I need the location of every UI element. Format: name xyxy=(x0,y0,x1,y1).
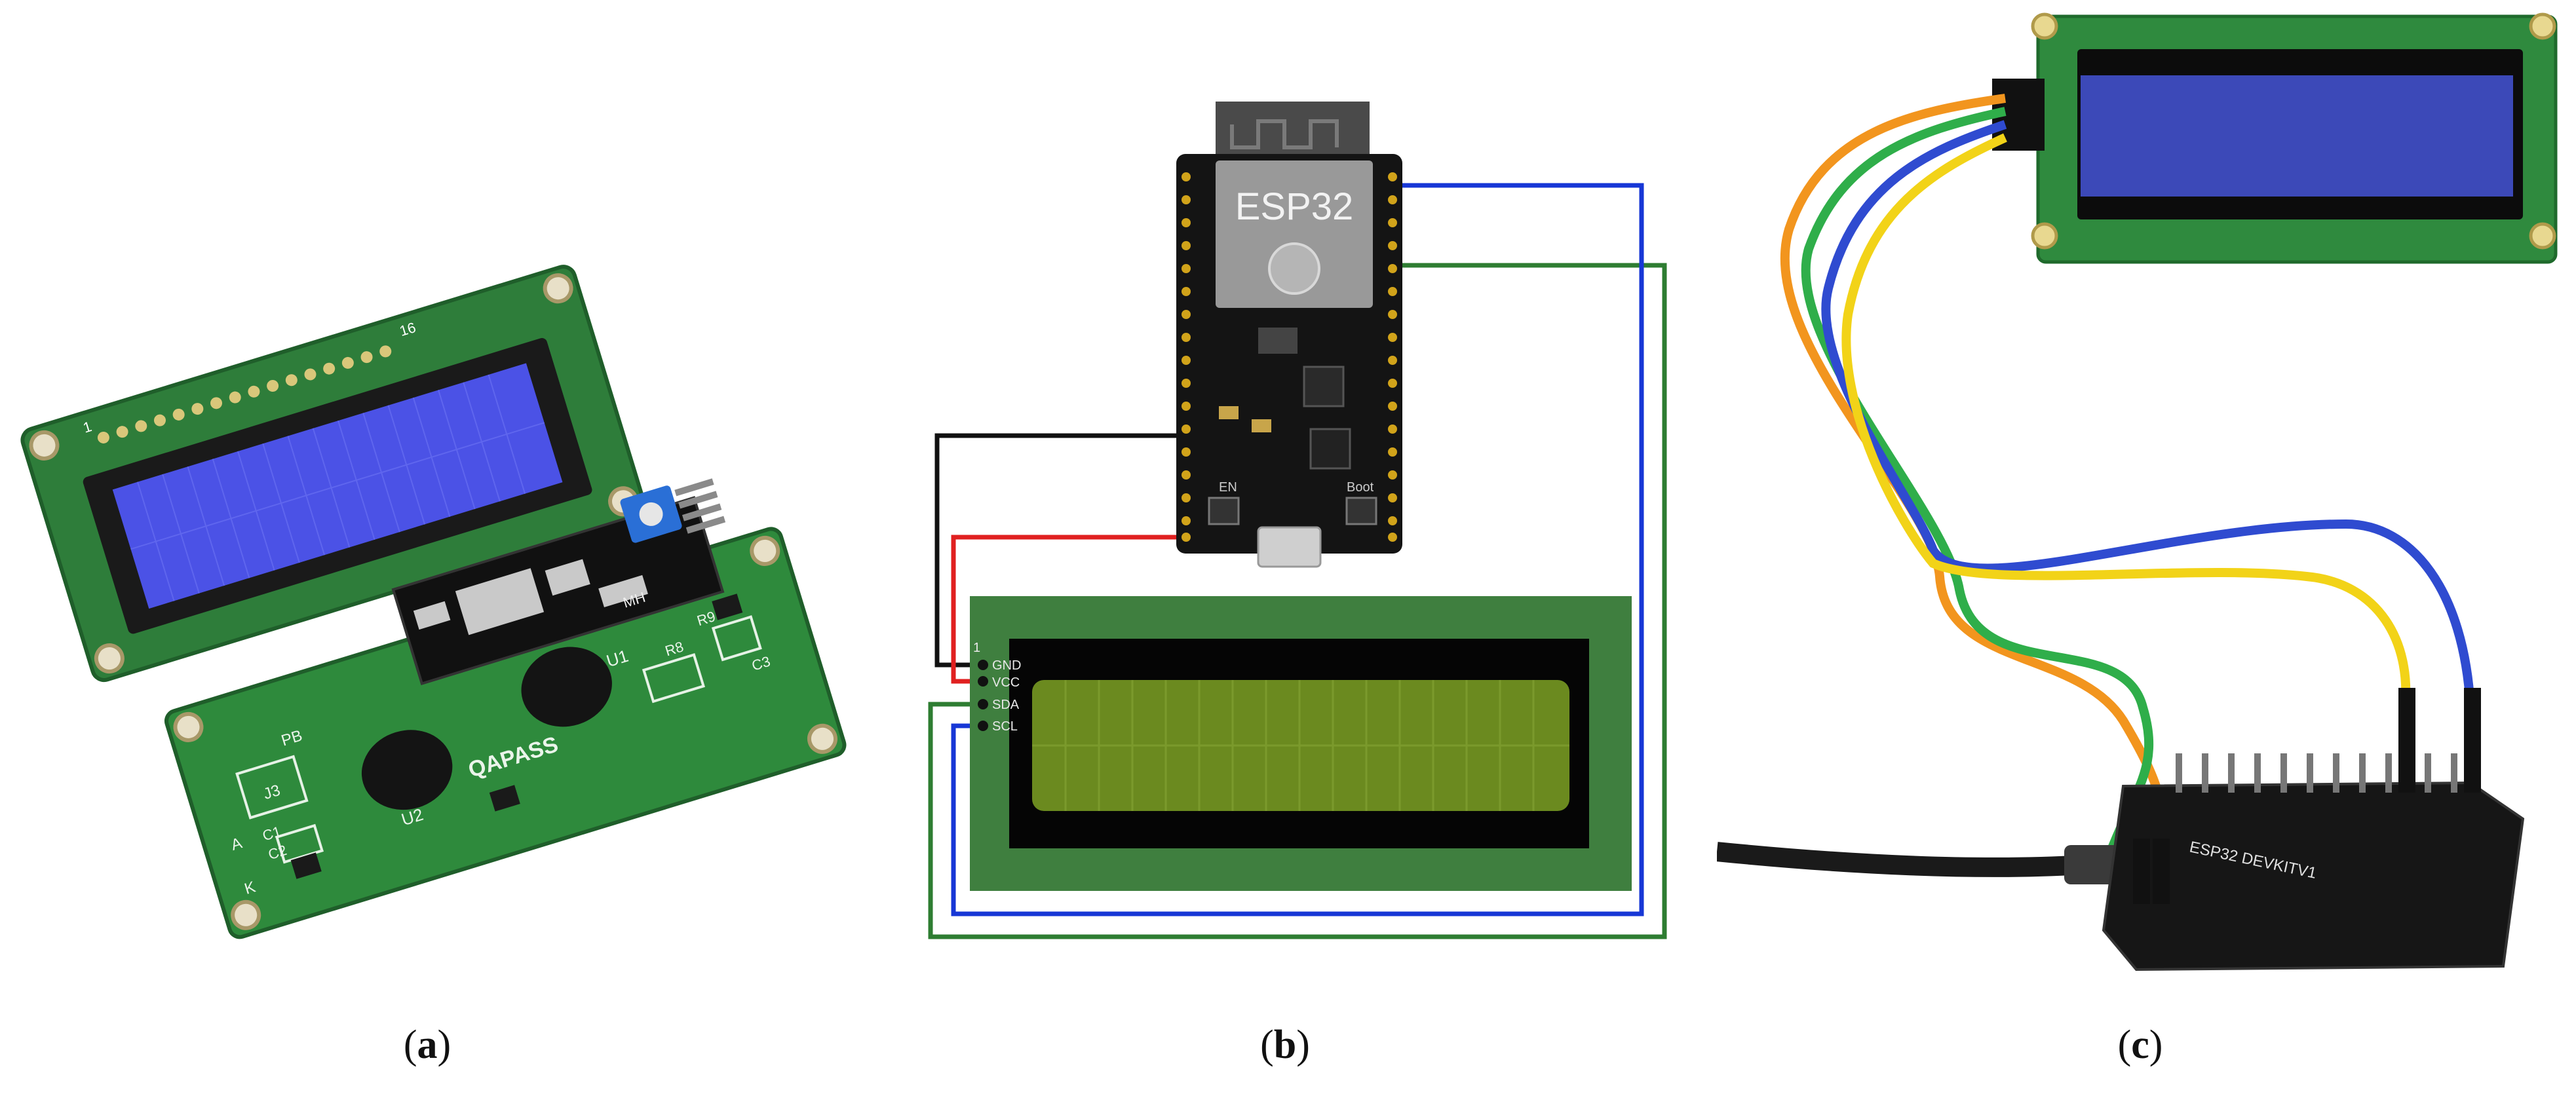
i2c-header-pins xyxy=(674,478,726,534)
esp32-module-shield xyxy=(1216,160,1373,308)
boot-button xyxy=(1345,497,1377,525)
lcd-header-pins xyxy=(97,345,392,443)
epoxy-blob-u2 xyxy=(361,730,453,810)
usb-port xyxy=(1257,526,1322,568)
lcd-pin-1-label: 1 xyxy=(973,641,980,655)
panel-b-wiring-diagram: ESP32 EN Boot xyxy=(928,102,1667,939)
lcd-screen-blue xyxy=(2081,75,2513,197)
wire-yellow xyxy=(1841,133,2411,708)
silk-mark-k: K xyxy=(242,878,258,898)
caption-b: (b) xyxy=(1260,1023,1310,1067)
en-button xyxy=(1208,497,1240,525)
lcd-pin-vcc-label: VCC xyxy=(992,675,1020,690)
mount-hole xyxy=(94,643,125,674)
lcd-module-photo xyxy=(1992,12,2558,264)
en-label: EN xyxy=(1219,480,1237,495)
caption-a: (a) xyxy=(403,1023,452,1067)
lcd-pin-scl-label: SCL xyxy=(992,719,1018,734)
lcd-16x2-module: 1 GND VCC SDA SCL xyxy=(970,596,1632,891)
wire-blue xyxy=(1821,120,2475,708)
silk-mark-a: A xyxy=(229,834,244,854)
esp32-label: ESP32 xyxy=(1235,185,1354,228)
lcd-pin-sda-label: SDA xyxy=(992,698,1020,712)
wire-gnd xyxy=(934,433,1180,668)
caption-c: (c) xyxy=(2117,1023,2163,1067)
mount-hole xyxy=(231,899,261,930)
mount-hole xyxy=(29,430,60,461)
mount-hole xyxy=(807,723,837,754)
panel-c-hardware-photo: ESP32 DEVKITV1 xyxy=(1717,12,2558,971)
wire-sda xyxy=(928,263,1667,939)
mount-hole xyxy=(173,711,204,742)
wire-scl xyxy=(951,183,1644,916)
epoxy-blob-u1 xyxy=(521,647,612,727)
lcd-pin-gnd-label: GND xyxy=(992,658,1021,673)
boot-label: Boot xyxy=(1347,480,1374,495)
mount-hole xyxy=(543,273,573,304)
esp32-devboard: ESP32 EN Boot xyxy=(1176,102,1402,568)
wire-vcc xyxy=(951,535,1180,684)
esp32-devkit-photo: ESP32 DEVKITV1 xyxy=(2102,688,2525,971)
esp32-antenna xyxy=(1216,102,1370,160)
panel-a-lcd-module-photo: 16 1 QAPASS U2 U1 PB J3 C1 C2 C3 R8 R9 xyxy=(20,265,847,939)
mount-hole xyxy=(750,535,780,566)
espressif-logo-icon xyxy=(1268,242,1320,295)
usb-cable xyxy=(1717,842,2085,877)
